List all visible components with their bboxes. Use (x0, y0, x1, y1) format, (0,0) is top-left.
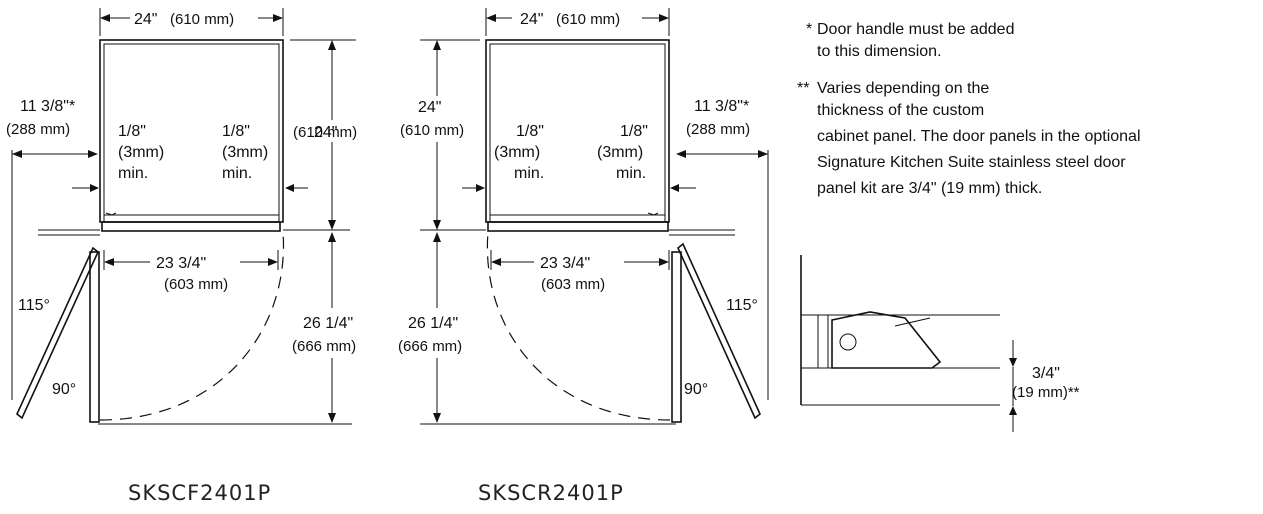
detail-thickness-label: 3/4" (1032, 365, 1060, 382)
left-gap-min-a: min. (118, 165, 148, 182)
right-opening-mm: (603 mm) (541, 276, 605, 293)
left-depth-label: 24" (314, 124, 337, 141)
right-width-label: 24" (520, 11, 543, 28)
left-gap-label-a: 1/8" (118, 123, 146, 140)
handle-note-line2: to this dimension. (817, 43, 942, 60)
right-width-mm: (610 mm) (556, 11, 620, 28)
left-model-label: SKSCF2401P (128, 481, 271, 505)
left-opening-mm: (603 mm) (164, 276, 228, 293)
hinge-detail-drawing (800, 255, 1017, 432)
left-depth-mm: (610 mm) (293, 124, 357, 141)
panel-note-line2: thickness of the custom (817, 102, 984, 119)
right-swing-mm: (666 mm) (398, 338, 462, 355)
right-swing-arc (486, 231, 671, 421)
right-gap-mm-a: (3mm) (494, 144, 540, 161)
left-width-label: 24" (134, 11, 157, 28)
left-gap-mm-b: (3mm) (222, 144, 268, 161)
right-gap-min-a: min. (514, 165, 544, 182)
left-door-90 (89, 251, 100, 423)
right-door-90 (671, 251, 682, 423)
right-toekick (489, 214, 666, 223)
right-hinge-mark (647, 212, 659, 216)
left-width-mm: (610 mm) (170, 11, 234, 28)
panel-note-line1: Varies depending on the (817, 80, 989, 97)
right-depth-mm: (610 mm) (400, 122, 464, 139)
right-unit-drawing (420, 8, 769, 425)
right-depth-label: 24" (418, 99, 441, 116)
left-toekick (103, 214, 280, 223)
right-opening-label: 23 3/4" (540, 255, 590, 272)
left-angle-90: 90° (52, 381, 76, 398)
right-gap-label-a: 1/8" (516, 123, 544, 140)
hinge-pin (839, 333, 857, 351)
left-gap-min-b: min. (222, 165, 252, 182)
right-door-panel (487, 221, 669, 232)
left-gap-mm-a: (3mm) (118, 144, 164, 161)
left-clearance-label: 11 3/8"* (20, 98, 75, 115)
left-swing-mm: (666 mm) (292, 338, 356, 355)
left-hinge-mark (105, 212, 117, 216)
panel-note-mark: ** (797, 80, 809, 97)
right-angle-90: 90° (684, 381, 708, 398)
right-model-label: SKSCR2401P (478, 481, 624, 505)
right-gap-mm-b: (3mm) (597, 144, 643, 161)
right-clearance-label: 11 3/8"* (694, 98, 749, 115)
left-door-panel (101, 221, 281, 232)
right-open-door (677, 242, 761, 420)
handle-note-line1: Door handle must be added (817, 21, 1014, 38)
right-gap-min-b: min. (616, 165, 646, 182)
left-swing-arc (99, 231, 285, 421)
left-unit-drawing (11, 8, 356, 425)
right-clearance-mm: (288 mm) (686, 121, 750, 138)
left-opening-label: 23 3/4" (156, 255, 206, 272)
right-angle-open: 115° (726, 297, 758, 314)
hinge-body (831, 311, 942, 369)
right-gap-label-b: 1/8" (620, 123, 648, 140)
left-angle-open: 115° (18, 297, 50, 314)
right-swing-label: 26 1/4" (408, 315, 458, 332)
panel-note-line3: cabinet panel. The door panels in the op… (817, 128, 1141, 145)
panel-note-line4: Signature Kitchen Suite stainless steel … (817, 154, 1126, 171)
detail-thickness-mm: (19 mm)** (1012, 384, 1080, 401)
left-open-door (16, 246, 99, 420)
left-gap-label-b: 1/8" (222, 123, 250, 140)
left-clearance-mm: (288 mm) (6, 121, 70, 138)
panel-note-line5: panel kit are 3/4" (19 mm) thick. (817, 180, 1042, 197)
left-swing-label: 26 1/4" (303, 315, 353, 332)
handle-note-mark: * (806, 21, 812, 38)
